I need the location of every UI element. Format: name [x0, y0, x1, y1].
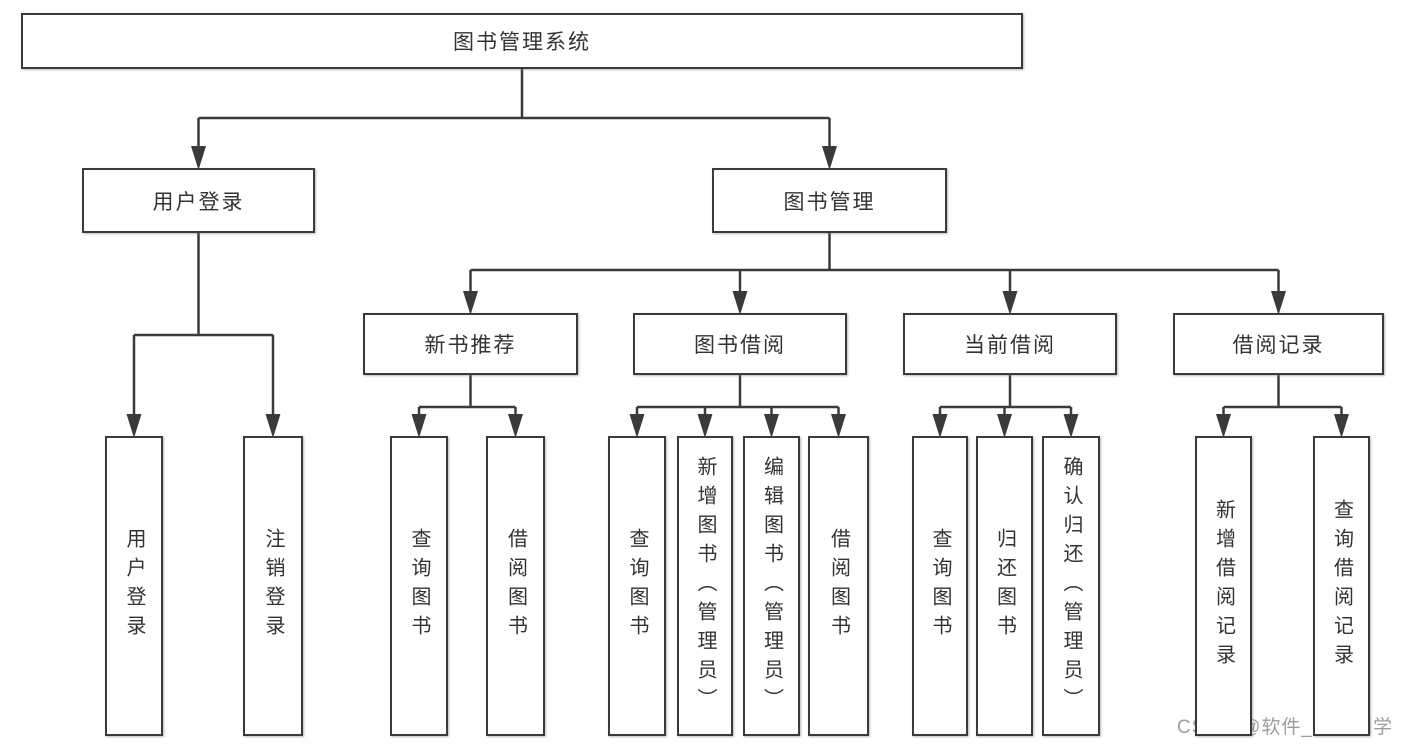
arrowhead-icon	[1002, 291, 1018, 315]
node-leaf-query-book-3: 查询图书	[912, 436, 968, 736]
arrowhead-icon	[1063, 414, 1079, 438]
node-borrow-record: 借阅记录	[1173, 313, 1384, 375]
node-leaf-logout: 注销登录	[243, 436, 303, 736]
arrowhead-icon	[191, 146, 206, 170]
node-current-borrow: 当前借阅	[903, 313, 1117, 375]
node-label-leaf-return-book: 归还图书	[993, 528, 1016, 644]
node-root: 图书管理系统	[21, 13, 1023, 69]
arrowhead-icon	[463, 291, 478, 315]
arrowhead-icon	[265, 414, 281, 438]
node-label-leaf-logout: 注销登录	[262, 528, 284, 644]
arrowhead-icon	[822, 146, 837, 170]
node-leaf-query-record: 查询借阅记录	[1313, 436, 1370, 736]
arrowhead-icon	[932, 414, 948, 438]
node-label-leaf-confirm-return: 确认归还（管理员）	[1060, 455, 1082, 717]
arrowhead-icon	[411, 414, 427, 438]
node-leaf-edit-book: 编辑图书（管理员）	[743, 436, 800, 736]
node-leaf-return-book: 归还图书	[976, 436, 1033, 736]
node-label-leaf-borrow-book-1: 借阅图书	[504, 528, 527, 644]
arrowhead-icon	[1271, 291, 1286, 315]
arrowhead-icon	[629, 414, 645, 438]
arrowhead-icon	[997, 414, 1012, 438]
node-new-book-rec: 新书推荐	[363, 313, 578, 375]
arrowhead-icon	[126, 414, 142, 438]
node-label-new-book-rec: 新书推荐	[424, 334, 517, 357]
arrowhead-icon	[1216, 414, 1231, 438]
node-leaf-query-book-1: 查询图书	[390, 436, 448, 736]
node-label-book-mgmt: 图书管理	[783, 190, 876, 214]
arrowhead-icon	[732, 291, 748, 315]
node-leaf-add-book: 新增图书（管理员）	[677, 436, 733, 736]
arrowhead-icon	[764, 414, 779, 438]
node-user-login: 用户登录	[82, 168, 315, 233]
node-leaf-user-login: 用户登录	[105, 436, 163, 736]
node-label-root: 图书管理系统	[453, 31, 591, 54]
node-label-leaf-borrow-book-2: 借阅图书	[827, 528, 850, 644]
node-label-user-login: 用户登录	[152, 190, 245, 214]
node-leaf-confirm-return: 确认归还（管理员）	[1042, 436, 1100, 736]
node-leaf-borrow-book-1: 借阅图书	[486, 436, 545, 736]
node-label-book-borrow: 图书借阅	[694, 334, 786, 357]
node-label-leaf-query-record: 查询借阅记录	[1330, 499, 1353, 673]
arrowhead-icon	[508, 414, 523, 438]
node-label-current-borrow: 当前借阅	[964, 334, 1056, 357]
node-book-borrow: 图书借阅	[633, 313, 847, 375]
node-label-leaf-user-login: 用户登录	[123, 528, 145, 644]
node-label-leaf-query-book-2: 查询图书	[626, 528, 648, 644]
node-label-leaf-query-book-1: 查询图书	[408, 528, 430, 644]
node-leaf-query-book-2: 查询图书	[608, 436, 666, 736]
node-leaf-borrow-book-2: 借阅图书	[808, 436, 869, 736]
node-label-leaf-add-book: 新增图书（管理员）	[694, 455, 716, 717]
arrowhead-icon	[831, 414, 846, 438]
arrowhead-icon	[1334, 414, 1349, 438]
arrowhead-icon	[697, 414, 713, 438]
node-label-leaf-add-record: 新增借阅记录	[1212, 499, 1235, 673]
node-label-leaf-edit-book: 编辑图书（管理员）	[760, 455, 783, 717]
node-leaf-add-record: 新增借阅记录	[1195, 436, 1252, 736]
node-book-mgmt: 图书管理	[712, 168, 947, 233]
node-label-leaf-query-book-3: 查询图书	[929, 528, 951, 644]
node-label-borrow-record: 借阅记录	[1232, 334, 1325, 357]
